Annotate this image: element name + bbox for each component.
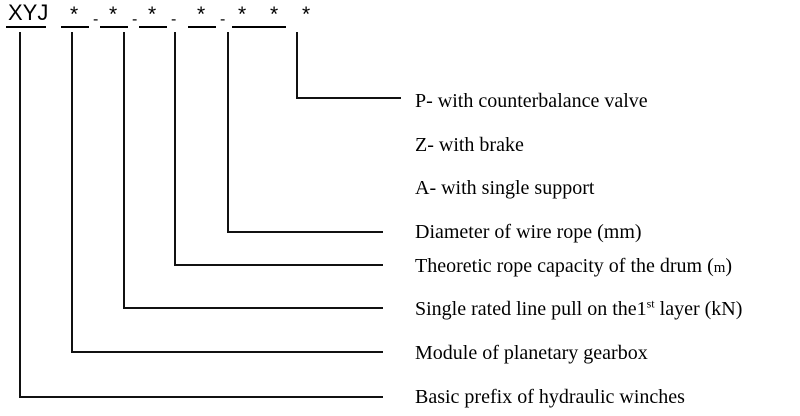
callout-label-line-pull: Single rated line pull on the1st layer (… (415, 296, 743, 320)
code-separator-2: - (132, 11, 138, 28)
code-star-4: * (197, 3, 206, 26)
leader-vline-wire-rope-diameter (227, 32, 229, 232)
leader-hline-rope-capacity (174, 264, 383, 266)
callout-label-wire-rope-diameter: Diameter of wire rope (mm) (415, 221, 642, 243)
code-underline-1 (61, 26, 89, 28)
code-underline-5 (232, 26, 286, 28)
code-separator-3: - (171, 11, 177, 28)
code-star-2: * (109, 3, 118, 26)
leader-vline-rope-capacity (174, 32, 176, 265)
callout-label-single-support: A- with single support (415, 177, 595, 199)
code-star-3: * (148, 3, 157, 26)
leader-hline-planetary-gearbox (71, 351, 383, 353)
model-prefix-text: XYJ (8, 0, 49, 25)
code-separator-1: - (93, 11, 99, 28)
code-star-1: * (70, 3, 79, 26)
leader-vline-counterbalance (296, 32, 298, 98)
rope-capacity-text-before: Theoretic rope capacity of the drum ( (415, 255, 714, 277)
leader-vline-planetary-gearbox (71, 32, 73, 352)
leader-hline-line-pull (123, 307, 383, 309)
leader-hline-basic-prefix (19, 396, 383, 398)
line-pull-superscript: st (646, 296, 655, 311)
code-underline-4 (188, 26, 216, 28)
code-separator-4: - (220, 11, 226, 28)
callout-label-basic-prefix: Basic prefix of hydraulic winches (415, 386, 685, 408)
leader-hline-wire-rope-diameter (227, 231, 383, 233)
line-pull-text-before: Single rated line pull on the1 (415, 298, 647, 320)
callout-label-brake: Z- with brake (415, 134, 524, 156)
code-underline-3 (139, 26, 167, 28)
rope-capacity-unit: m (713, 260, 726, 276)
callout-label-planetary-gearbox: Module of planetary gearbox (415, 342, 648, 364)
code-star-5: * * * (238, 3, 320, 26)
code-underline-2 (100, 26, 128, 28)
callout-label-rope-capacity: Theoretic rope capacity of the drum (m) (415, 256, 732, 278)
callout-label-counterbalance-valve: P- with counterbalance valve (415, 90, 648, 112)
line-pull-text-after: layer (kN) (654, 298, 743, 320)
model-code-line: XYJ * - * - * - * - * * * (0, 0, 420, 34)
leader-hline-counterbalance (296, 97, 401, 99)
leader-vline-basic-prefix (19, 32, 21, 397)
rope-capacity-text-after: ) (725, 255, 733, 277)
leader-vline-line-pull (123, 32, 125, 308)
model-prefix-underline (6, 26, 46, 28)
